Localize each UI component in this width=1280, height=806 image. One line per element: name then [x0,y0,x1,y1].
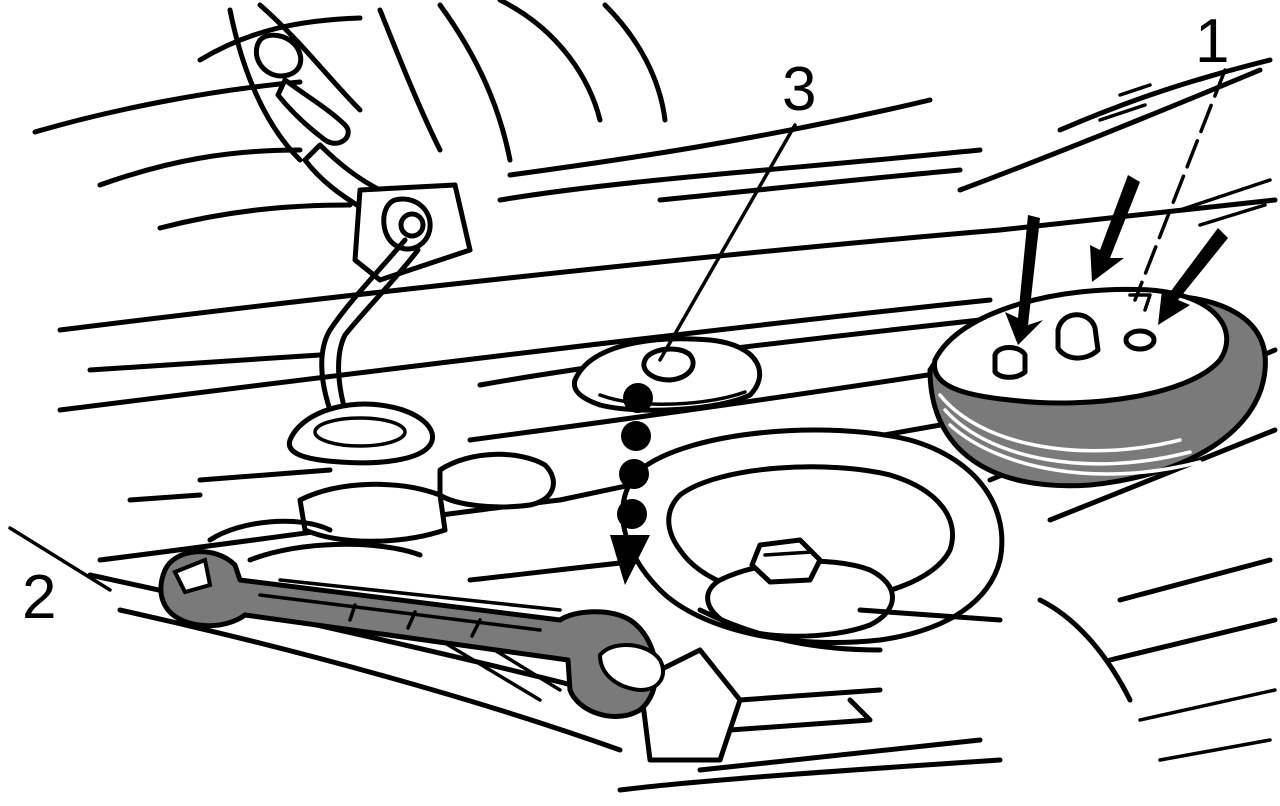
right-strut-mount [927,286,1268,489]
motion-indicator [610,383,653,585]
strut-top-mount [571,336,762,413]
leader-line-2 [8,526,112,592]
motion-dot [623,383,653,413]
upper-body-contours [32,0,1273,231]
motion-dot [617,499,647,529]
leader-line-1 [1133,68,1227,302]
leader-line-3 [658,123,797,362]
callout-label-2: 2 [22,563,56,632]
arrow-nut-left [1005,215,1043,345]
spring-coil [620,427,1005,646]
nut-arrows [1005,175,1228,345]
wrench-tool [158,549,666,719]
callout-label-1: 1 [1195,7,1229,76]
arrow-nut-right [1158,228,1228,325]
arrow-nut-center [1090,175,1140,282]
bracket-and-rod [253,32,473,466]
callout-label-3: 3 [782,55,816,124]
leader-lines [8,68,1227,592]
motion-arrowhead [610,535,650,585]
motion-dot [621,421,651,451]
motion-dot [619,459,649,489]
